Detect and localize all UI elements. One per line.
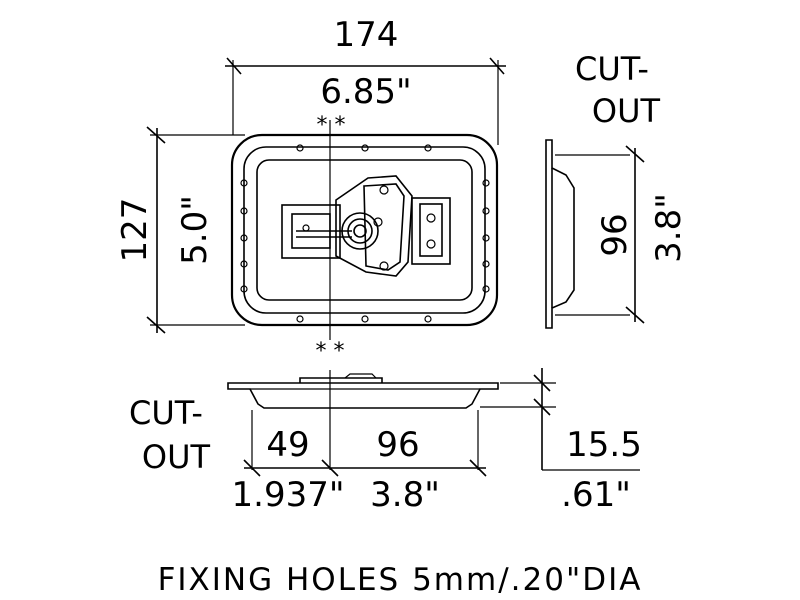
depth-mm-label: 15.5 — [566, 425, 642, 465]
offset-mm-label: 49 — [266, 425, 309, 465]
bottom-view: CUT- OUT 49 96 15.5 1.937" 3.8" .61" — [129, 368, 642, 515]
width-dimension: 174 6.85" — [225, 15, 506, 145]
cutout-height-mm-label: 96 — [595, 213, 635, 256]
cutout-height-in-label: 3.8" — [649, 193, 689, 263]
fixing-holes-note: FIXING HOLES 5mm/.20"DIA — [158, 562, 643, 598]
cutout-width-mm-label: 96 — [376, 425, 419, 465]
latch-mechanism — [281, 175, 451, 277]
height-in-label: 5.0" — [175, 195, 215, 265]
fixing-holes — [240, 144, 490, 323]
cutout-label-left-line1: CUT- — [129, 394, 203, 432]
height-mm-label: 127 — [115, 198, 155, 263]
cutout-label-right-line1: CUT- — [575, 50, 649, 88]
width-in-label: 6.85" — [320, 72, 411, 112]
bottom-star-mark: * * — [316, 339, 345, 364]
cutout-label-left-line2: OUT — [142, 438, 211, 476]
offset-in-label: 1.937" — [232, 475, 345, 515]
top-star-mark: * * — [317, 113, 346, 138]
depth-in-label: .61" — [561, 475, 631, 515]
side-view: CUT- OUT 96 3.8" — [545, 50, 689, 329]
cutout-label-right-line2: OUT — [592, 92, 661, 130]
cutout-width-in-label: 3.8" — [370, 475, 440, 515]
height-dimension: 127 5.0" — [115, 126, 245, 334]
front-view-plate: * * * * — [230, 113, 499, 364]
width-mm-label: 174 — [334, 15, 399, 55]
